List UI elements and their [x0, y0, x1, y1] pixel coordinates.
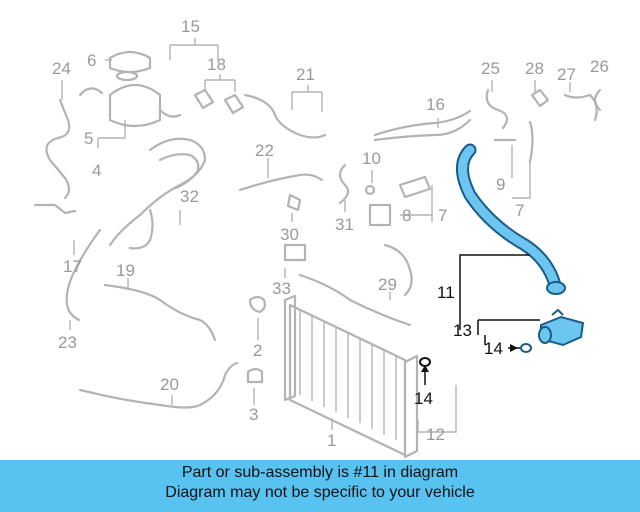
label-11: 11: [437, 283, 455, 302]
hose-31: [338, 163, 350, 205]
pipe-32: [128, 208, 154, 250]
hose-22: [238, 173, 324, 192]
banner-line-2: Diagram may not be specific to your vehi…: [165, 484, 475, 501]
label-24: 24: [52, 59, 71, 78]
label-25: 25: [481, 59, 500, 78]
arrow-14-left: [421, 365, 429, 372]
tank-hose: [78, 87, 104, 97]
label-30: 30: [280, 225, 299, 244]
housing-33: [283, 243, 307, 262]
radiator-tank-right: [403, 354, 419, 459]
label-6: 6: [87, 51, 96, 70]
label-9: 9: [496, 175, 505, 194]
info-banner: Part or sub-assembly is #11 in diagram D…: [0, 460, 640, 512]
highlighted-part-13: [538, 308, 585, 347]
expansion-tank: [108, 83, 162, 128]
label-15: 15: [181, 17, 200, 36]
label-1: 1: [327, 431, 336, 450]
label-23: 23: [58, 333, 77, 352]
clip-10: [364, 184, 376, 196]
label-7a: 7: [438, 206, 447, 225]
fitting-18b: [223, 93, 245, 115]
parts-diagram: 15 6 18 21 24 5 4 22 10 31 8 7 16 25 28 …: [33, 17, 609, 459]
pipe-20: [78, 361, 239, 409]
hose-29: [298, 273, 412, 327]
flange-13-port: [538, 326, 552, 344]
label-4: 4: [92, 161, 101, 180]
hose-25: [485, 88, 509, 130]
hose-27: [563, 93, 598, 122]
hose-16b: [373, 118, 472, 142]
leader-9-7: [511, 145, 531, 199]
highlighted-part-11: [456, 143, 566, 295]
hose-11-end: [546, 281, 566, 295]
leader-5: [97, 120, 126, 148]
mount-3: [246, 367, 264, 384]
radiator-tank-left: [283, 294, 297, 402]
tank-seal: [115, 70, 139, 82]
sensor-17: [33, 203, 77, 215]
label-10: 10: [362, 149, 381, 168]
label-22: 22: [255, 141, 274, 160]
label-5: 5: [84, 129, 93, 148]
label-13: 13: [453, 321, 472, 340]
hose-26: [593, 88, 602, 112]
hose-24: [45, 98, 71, 200]
label-21: 21: [296, 65, 315, 84]
label-19: 19: [116, 261, 135, 280]
tank-cap: [108, 50, 152, 74]
label-27: 27: [557, 65, 576, 84]
fitting-18a: [193, 88, 215, 110]
tank-outlet: [158, 108, 182, 118]
arrow-14-right: [510, 344, 518, 352]
label-28: 28: [525, 59, 544, 78]
hose-29a: [383, 243, 413, 297]
label-14-right: 14: [484, 339, 503, 358]
pipe-19: [103, 283, 217, 342]
label-8: 8: [402, 206, 411, 225]
gray-leader-lines: [61, 38, 571, 433]
leader-8-7: [400, 185, 433, 222]
label-17: 17: [63, 257, 82, 276]
flange-13-neck: [551, 308, 564, 316]
highlight-leader-lines: [421, 254, 540, 385]
o-ring-14-left: [419, 357, 431, 367]
label-33: 33: [272, 279, 291, 298]
leader-21: [291, 85, 323, 112]
radiator-fins: [299, 310, 397, 440]
label-18: 18: [207, 55, 226, 74]
label-14-left: 14: [414, 389, 433, 408]
leader-15: [169, 38, 219, 60]
label-26: 26: [590, 57, 609, 76]
label-3: 3: [249, 405, 258, 424]
leader-11: [459, 254, 530, 330]
hose-17: [65, 228, 102, 322]
hose-15b: [158, 153, 200, 190]
label-16: 16: [426, 95, 445, 114]
banner-line-1: Part or sub-assembly is #11 in diagram: [181, 464, 459, 481]
leader-18: [204, 74, 236, 92]
o-ring-14-right: [520, 343, 532, 353]
hose-21: [243, 93, 327, 139]
label-20: 20: [160, 375, 179, 394]
fitting-28: [530, 88, 550, 108]
label-31: 31: [335, 215, 354, 234]
mount-2: [248, 295, 266, 314]
label-2: 2: [253, 341, 262, 360]
fitting-30: [286, 193, 302, 212]
tee-8: [368, 203, 392, 227]
label-32: 32: [180, 187, 199, 206]
fitting-7: [398, 175, 432, 199]
hose-16: [373, 109, 472, 137]
label-7b: 7: [515, 201, 524, 220]
leader-12: [417, 385, 457, 433]
highlight-labels: 11 13 14 14: [414, 283, 503, 408]
label-12: 12: [426, 425, 445, 444]
hose-11: [458, 145, 560, 290]
hose-9: [528, 120, 534, 164]
leader-13: [477, 319, 540, 345]
label-29: 29: [378, 275, 397, 294]
faded-parts: [33, 50, 602, 459]
gray-labels: 15 6 18 21 24 5 4 22 10 31 8 7 16 25 28 …: [52, 17, 609, 450]
